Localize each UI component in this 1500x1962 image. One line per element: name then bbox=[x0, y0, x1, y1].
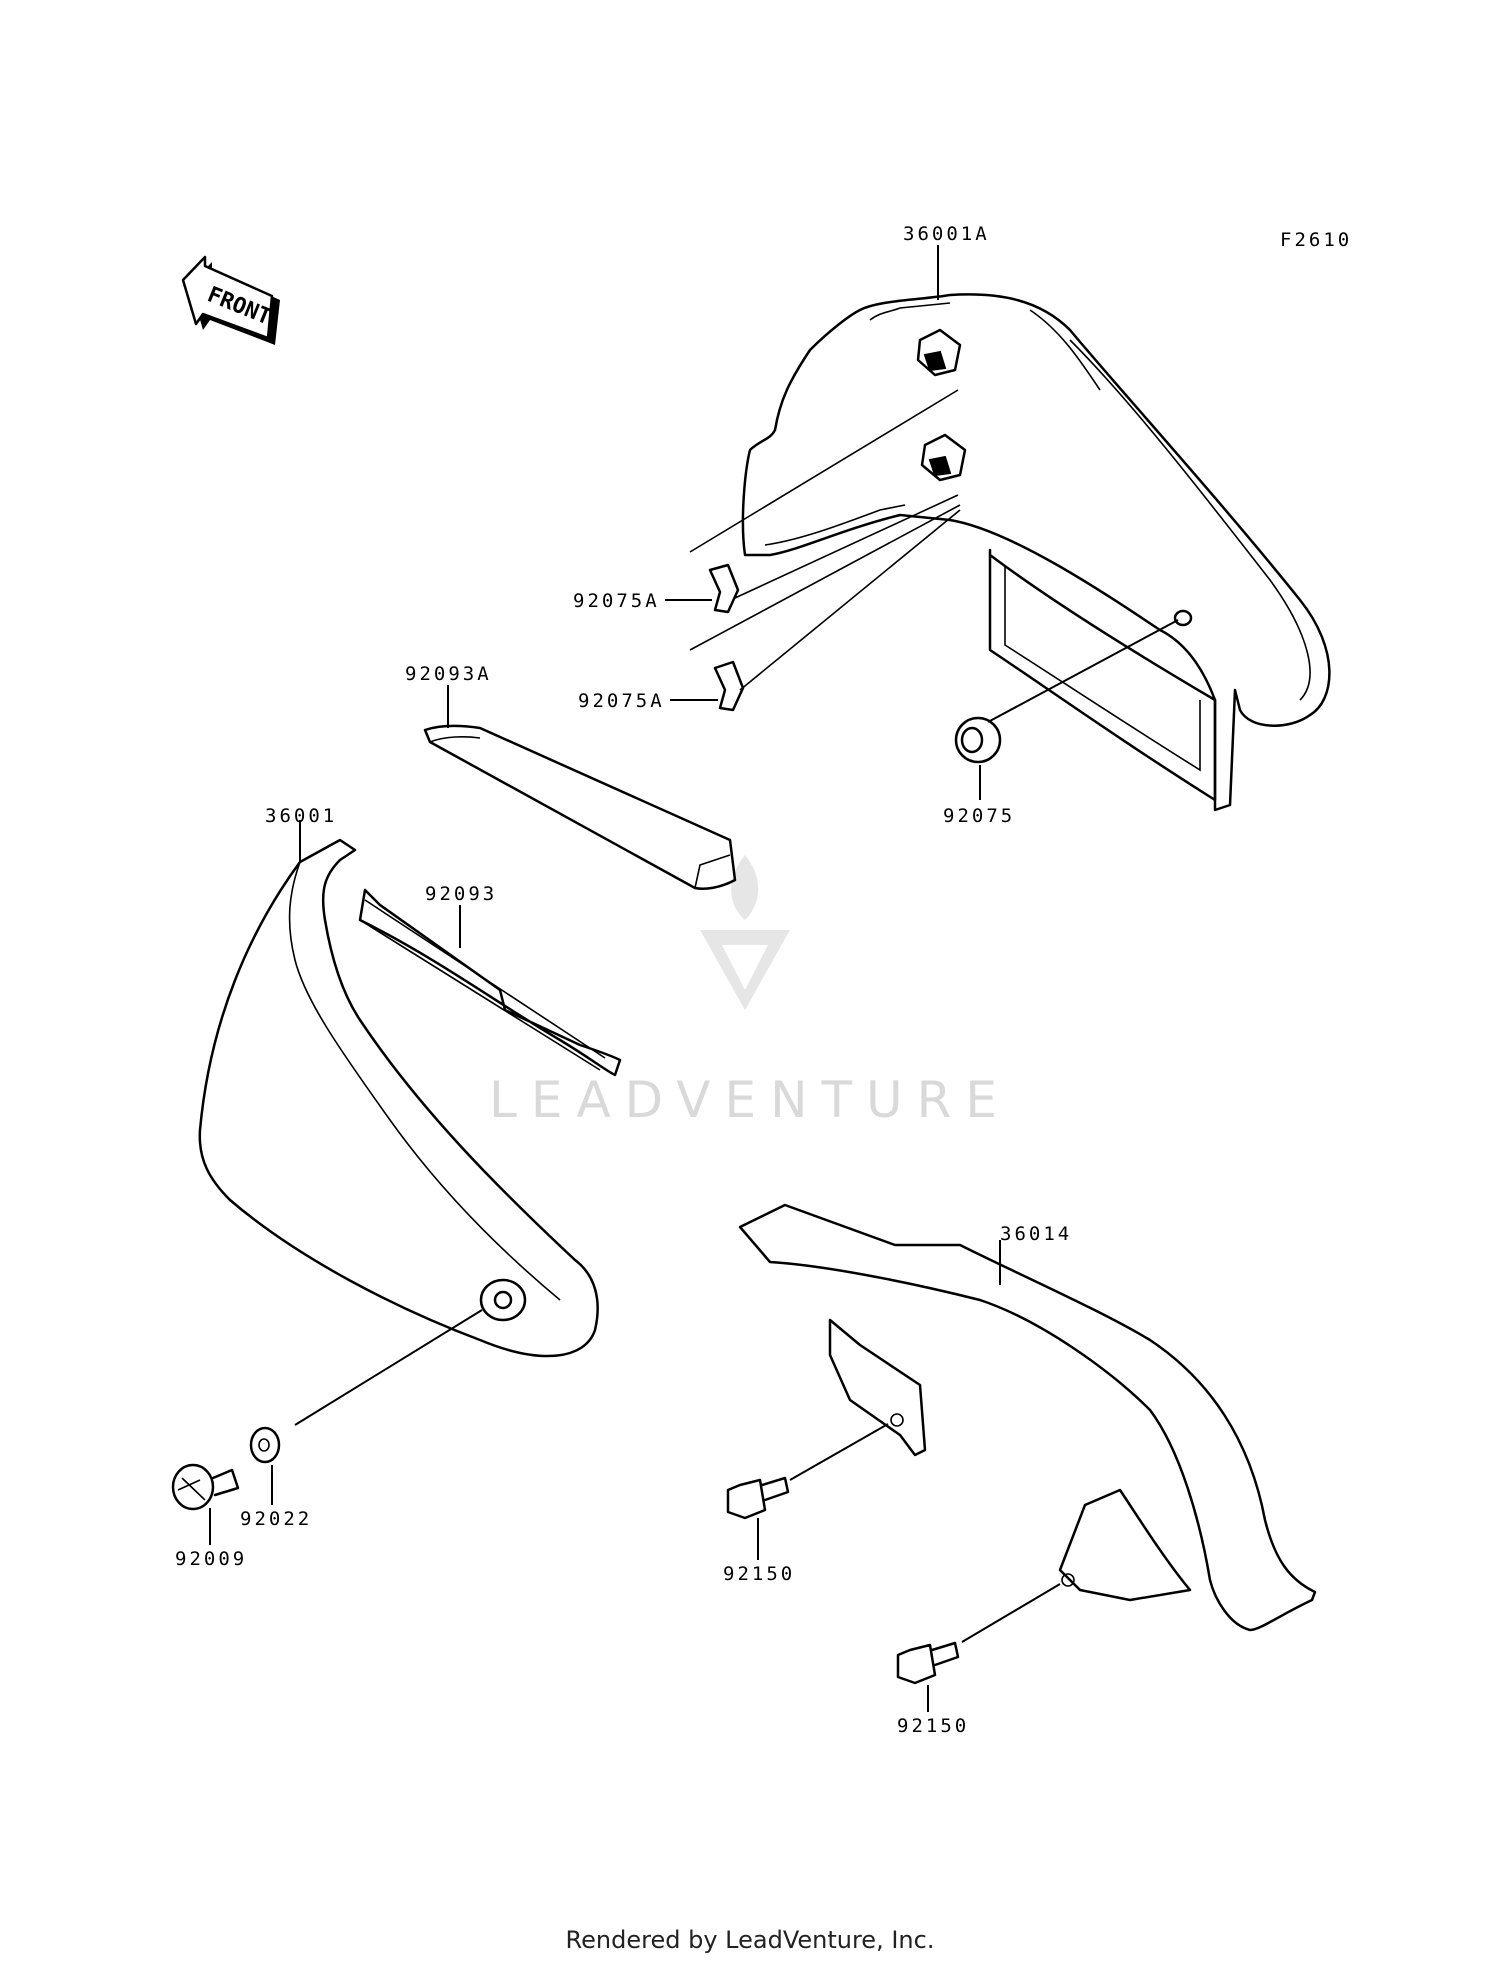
part-36014-drawing bbox=[738, 1203, 1317, 1632]
leader-lines bbox=[209, 245, 1001, 1712]
part-92093a-strip bbox=[423, 724, 737, 890]
part-92022-washer bbox=[249, 1309, 483, 1464]
diagram-code: F2610 bbox=[1280, 229, 1352, 251]
callout-92022: 92022 bbox=[240, 1508, 312, 1530]
callout-labels: F2610 36001A 92075A 92075A 92075 92093A … bbox=[175, 223, 1352, 1737]
callout-36014: 36014 bbox=[1000, 1223, 1072, 1245]
watermark: LEADVENTURE bbox=[489, 855, 1011, 1129]
front-arrow: FRONT bbox=[181, 255, 280, 345]
part-36001a-drawing bbox=[741, 293, 1331, 812]
callout-92075a-lower: 92075A bbox=[578, 690, 665, 712]
callout-92093a: 92093A bbox=[405, 663, 492, 685]
part-92150-bolts bbox=[726, 1423, 1061, 1685]
part-92075a-clips bbox=[689, 389, 961, 712]
callout-92093: 92093 bbox=[425, 883, 497, 905]
watermark-text: LEADVENTURE bbox=[489, 1071, 1011, 1129]
callout-92009: 92009 bbox=[175, 1548, 247, 1570]
footer-credit: Rendered by LeadVenture, Inc. bbox=[565, 1926, 935, 1954]
part-36001-drawing bbox=[198, 838, 622, 1358]
watermark-v-icon bbox=[700, 930, 790, 1010]
callout-92075: 92075 bbox=[943, 805, 1015, 827]
callout-36001a: 36001A bbox=[903, 223, 990, 245]
callout-36001: 36001 bbox=[265, 805, 337, 827]
watermark-flame-icon bbox=[731, 855, 759, 920]
callout-92150-lower: 92150 bbox=[897, 1715, 969, 1737]
callout-92075a-upper: 92075A bbox=[573, 590, 660, 612]
callout-92150-upper: 92150 bbox=[723, 1563, 795, 1585]
part-92075-grommet bbox=[954, 619, 1179, 764]
part-92009-bolt bbox=[171, 1463, 240, 1511]
